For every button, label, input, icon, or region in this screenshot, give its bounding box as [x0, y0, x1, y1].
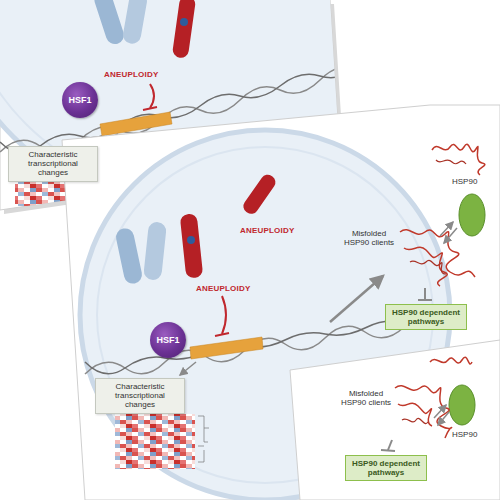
panel-card-2-part-part	[198, 416, 209, 462]
panel-card-3	[290, 340, 500, 500]
panel-card-2-part-part	[432, 144, 485, 175]
hsf1-circle: HSF1	[62, 82, 98, 118]
protein-label: HSP90	[452, 177, 477, 186]
panel-card-2-part-part	[436, 160, 466, 164]
node-text: HSF1	[68, 95, 91, 105]
panel-card-1-part-part	[172, 0, 196, 59]
node-text: Characteristic transcriptional changes	[14, 150, 92, 178]
panel-card-2-part-part	[222, 296, 226, 334]
panel-card-1-part-part	[143, 107, 157, 110]
panel-card-2-part-part	[180, 213, 204, 278]
pathway-box: HSP90 dependent pathways	[345, 455, 427, 481]
panel-card-2-part-part	[424, 288, 426, 300]
panel-card-2-part-part	[115, 414, 195, 469]
panel-card-2-part-part	[459, 194, 485, 236]
hsf1-circle: HSF1	[150, 322, 186, 358]
panel-card-3-part-part	[434, 405, 446, 418]
panel-card-1-part-part	[92, 0, 126, 46]
panel-card-2-part-part	[190, 337, 263, 359]
panel-card-3-part-part	[402, 418, 428, 423]
client-label: Misfolded HSP90 clients	[340, 389, 392, 407]
panel-card-3-part-part	[438, 412, 449, 425]
panel-card-2-part-part	[330, 276, 383, 322]
panel-card-2-part-part	[180, 362, 196, 375]
aneuploidy-label: ANEUPLOIDY	[240, 226, 294, 235]
transcription-box: Characteristic transcriptional changes	[8, 146, 98, 182]
panel-card-3-part-part	[381, 450, 395, 451]
node-text: HSF1	[156, 335, 179, 345]
node-text: HSP90 dependent pathways	[351, 459, 421, 477]
panel-card-3-part-part	[395, 386, 452, 438]
panel-card-1-part-part	[180, 18, 188, 26]
panel-card-2-part-part	[410, 260, 446, 274]
panel-card-2-part-part	[215, 333, 229, 336]
panel-card-3-part-part	[449, 385, 475, 425]
panel-card-3-part	[290, 340, 500, 500]
protein-label: HSP90	[452, 430, 477, 439]
panel-card-3-part-part	[430, 357, 472, 364]
panel-card-2-part-part	[418, 299, 432, 301]
panel-card-2-part-part	[114, 227, 143, 286]
panel-card-2-part-part	[143, 221, 167, 281]
panel-card-2-part	[62, 105, 500, 500]
panel-card-1-part-part	[122, 0, 149, 45]
pathway-box: HSP90 dependent pathways	[385, 304, 467, 330]
panel-card-2-part-part	[440, 222, 453, 236]
panel-card-2-part-part	[400, 230, 475, 286]
transcription-box: Characteristic transcriptional changes	[95, 378, 185, 414]
aneuploidy-label: ANEUPLOIDY	[104, 70, 158, 79]
panel-card-2-part-part	[241, 172, 279, 217]
panel-card-2	[62, 105, 500, 500]
panel-card-2-part-part	[187, 236, 195, 244]
panel-card-1-part-part	[150, 84, 154, 108]
aneuploidy-label: ANEUPLOIDY	[196, 284, 250, 293]
node-text: Characteristic transcriptional changes	[101, 382, 179, 410]
panel-card-3-part-part	[388, 440, 392, 450]
client-label: Misfolded HSP90 clients	[343, 229, 395, 247]
node-text: HSP90 dependent pathways	[391, 308, 461, 326]
